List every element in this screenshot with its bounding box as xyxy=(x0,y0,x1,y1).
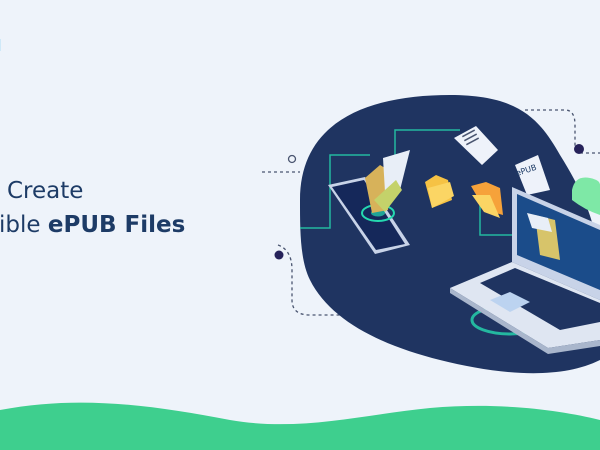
heading-line-2: tible ePUB Files xyxy=(0,212,185,238)
plant xyxy=(572,177,600,215)
heading-line-1: Create xyxy=(7,178,84,204)
folder-icon xyxy=(471,182,503,218)
phone xyxy=(328,150,410,254)
folder-icon xyxy=(425,175,454,208)
brand-logo-fragment: l xyxy=(0,36,1,55)
laptop xyxy=(450,187,600,354)
heading-bold-text: ePUB Files xyxy=(47,212,186,238)
heading-light-text: tible xyxy=(0,212,41,238)
epub-document-icon xyxy=(515,155,550,195)
green-wave xyxy=(0,402,600,450)
